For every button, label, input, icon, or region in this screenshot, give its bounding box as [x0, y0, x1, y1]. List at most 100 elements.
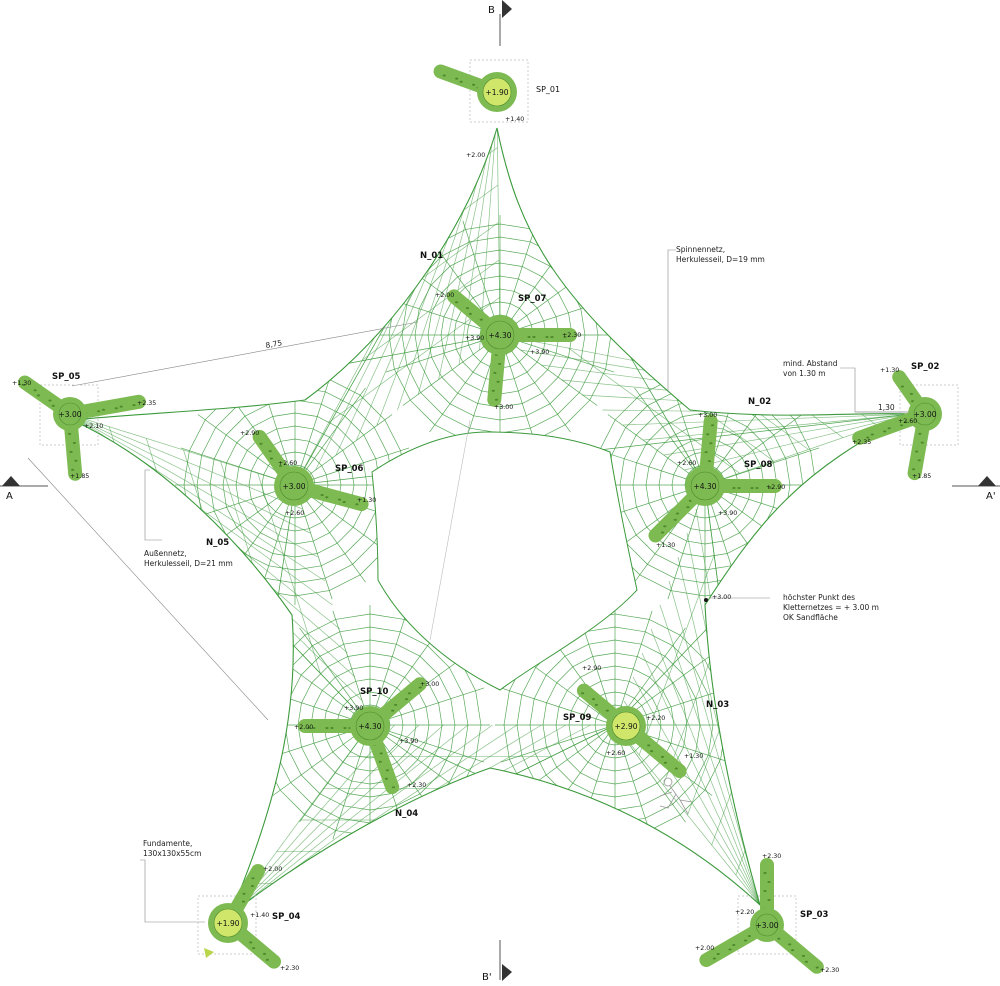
bark-texture	[250, 885, 255, 887]
north-arrow-marker	[204, 948, 214, 958]
bark-texture	[378, 760, 382, 763]
center-elevation: +3.00	[59, 410, 82, 419]
center-elevation: +3.00	[914, 410, 937, 419]
section-mark-b-prime: B'	[482, 972, 492, 983]
outer-net-note-2: Herkulesseil, D=21 mm	[144, 559, 233, 568]
bark-texture	[494, 398, 499, 401]
bark-texture	[269, 457, 273, 460]
bark-texture	[732, 944, 736, 946]
extra-elevation: +2.20	[646, 715, 665, 722]
bark-texture	[251, 877, 255, 880]
extra-elevation: +3.90	[530, 349, 549, 356]
bark-texture	[706, 433, 710, 436]
spider-net-note-2: Herkulesseil, D=19 mm	[676, 255, 765, 264]
bark-texture	[355, 503, 359, 506]
bark-texture	[259, 442, 263, 445]
bark-texture	[325, 727, 329, 729]
bark-texture	[51, 404, 55, 407]
mast-label-sp08: SP_08	[744, 460, 773, 470]
net-labels: N_01 N_02 N_03 N_04 N_05	[206, 251, 771, 819]
arm-elevation: +2.90	[582, 665, 601, 672]
extra-elevation: +2.60	[278, 460, 297, 467]
net-outline	[69, 127, 913, 917]
bark-texture	[455, 301, 459, 304]
bark-texture	[379, 752, 383, 755]
bark-texture	[404, 698, 409, 701]
mast-sp01: +2.00+1.90+1.40	[433, 64, 524, 159]
center-elevation: +3.00	[756, 921, 779, 930]
bark-texture	[268, 450, 272, 453]
bark-texture	[686, 506, 690, 509]
bark-texture	[249, 941, 253, 944]
bark-texture	[472, 83, 476, 86]
bark-texture	[791, 949, 795, 952]
bark-texture	[455, 77, 459, 80]
arm-elevation: +2.00	[466, 152, 485, 159]
mast-center	[482, 77, 512, 107]
mast-sp03: +2.30+2.00+2.30+3.00+2.20	[695, 853, 839, 974]
mast-label-sp05: SP_05	[52, 372, 81, 382]
outer-net-note-1: Außennetz,	[144, 549, 187, 558]
bark-texture	[330, 727, 334, 729]
mast-sp04: +2.00+2.30+1.90+1.40	[208, 864, 299, 972]
bark-texture	[768, 487, 772, 489]
foundation-boxes	[39, 59, 959, 955]
bark-texture	[815, 966, 819, 969]
mast-sp10: +3.00+2.00+2.30+4.30+3.90+3.90	[294, 677, 439, 795]
arm-elevation: +2.30	[280, 965, 299, 972]
bark-texture	[650, 750, 654, 753]
center-elevation: +1.90	[217, 919, 240, 928]
bark-texture	[767, 881, 771, 883]
bark-texture	[69, 450, 73, 453]
bark-texture	[71, 468, 75, 471]
bark-texture	[36, 394, 41, 397]
mast-label-sp06: SP_06	[335, 464, 364, 474]
bark-texture	[442, 74, 446, 77]
arm-elevation: +2.00	[435, 292, 454, 299]
arm-elevation: +1.85	[70, 473, 89, 480]
bark-texture	[491, 389, 495, 392]
min-distance-note-1: mind. Abstand	[783, 359, 838, 368]
bark-texture	[342, 501, 346, 503]
extra-elevation: +3.90	[399, 738, 418, 745]
bark-texture	[804, 960, 809, 963]
arm-elevation: +2.30	[762, 853, 781, 860]
bark-texture	[767, 899, 771, 901]
bark-texture	[278, 464, 283, 467]
center-elevation: +4.30	[489, 331, 512, 340]
bark-texture	[418, 686, 422, 689]
bark-texture	[707, 460, 712, 463]
mast-sp08: +3.00+2.90+1.30+4.30+2.60+3.90	[648, 412, 785, 549]
extra-elevation: +2.60	[606, 750, 625, 757]
bark-texture	[465, 307, 470, 310]
arm-elevation: +2.90	[240, 430, 259, 437]
bark-texture	[728, 948, 732, 951]
bark-texture	[663, 525, 667, 528]
bark-texture	[459, 80, 463, 83]
bark-texture	[647, 744, 651, 747]
bark-texture	[663, 761, 668, 764]
highest-point-note-1: höchster Punkt des	[783, 593, 855, 602]
bark-texture	[265, 958, 269, 961]
arm-elevation: +1.30	[12, 380, 31, 387]
bark-texture	[750, 487, 754, 489]
highest-point-marker	[704, 598, 708, 602]
bark-texture	[904, 421, 908, 424]
bark-texture	[496, 380, 500, 383]
bark-texture	[119, 405, 123, 408]
mast-label-sp03: SP_03	[800, 910, 829, 920]
extra-elevation: +3.90	[344, 705, 363, 712]
bark-texture	[594, 703, 599, 706]
extra-elevation: +3.90	[718, 510, 737, 517]
spider-net-note-1: Spinnennetz,	[676, 245, 725, 254]
bark-texture	[498, 362, 502, 365]
bark-texture	[909, 392, 914, 395]
bark-texture	[801, 954, 806, 957]
bark-texture	[384, 777, 389, 780]
bark-texture	[114, 407, 118, 410]
bark-texture	[900, 424, 904, 427]
bark-texture	[581, 692, 585, 695]
mast-center	[611, 711, 641, 741]
center-elevation: +1.90	[486, 88, 509, 97]
